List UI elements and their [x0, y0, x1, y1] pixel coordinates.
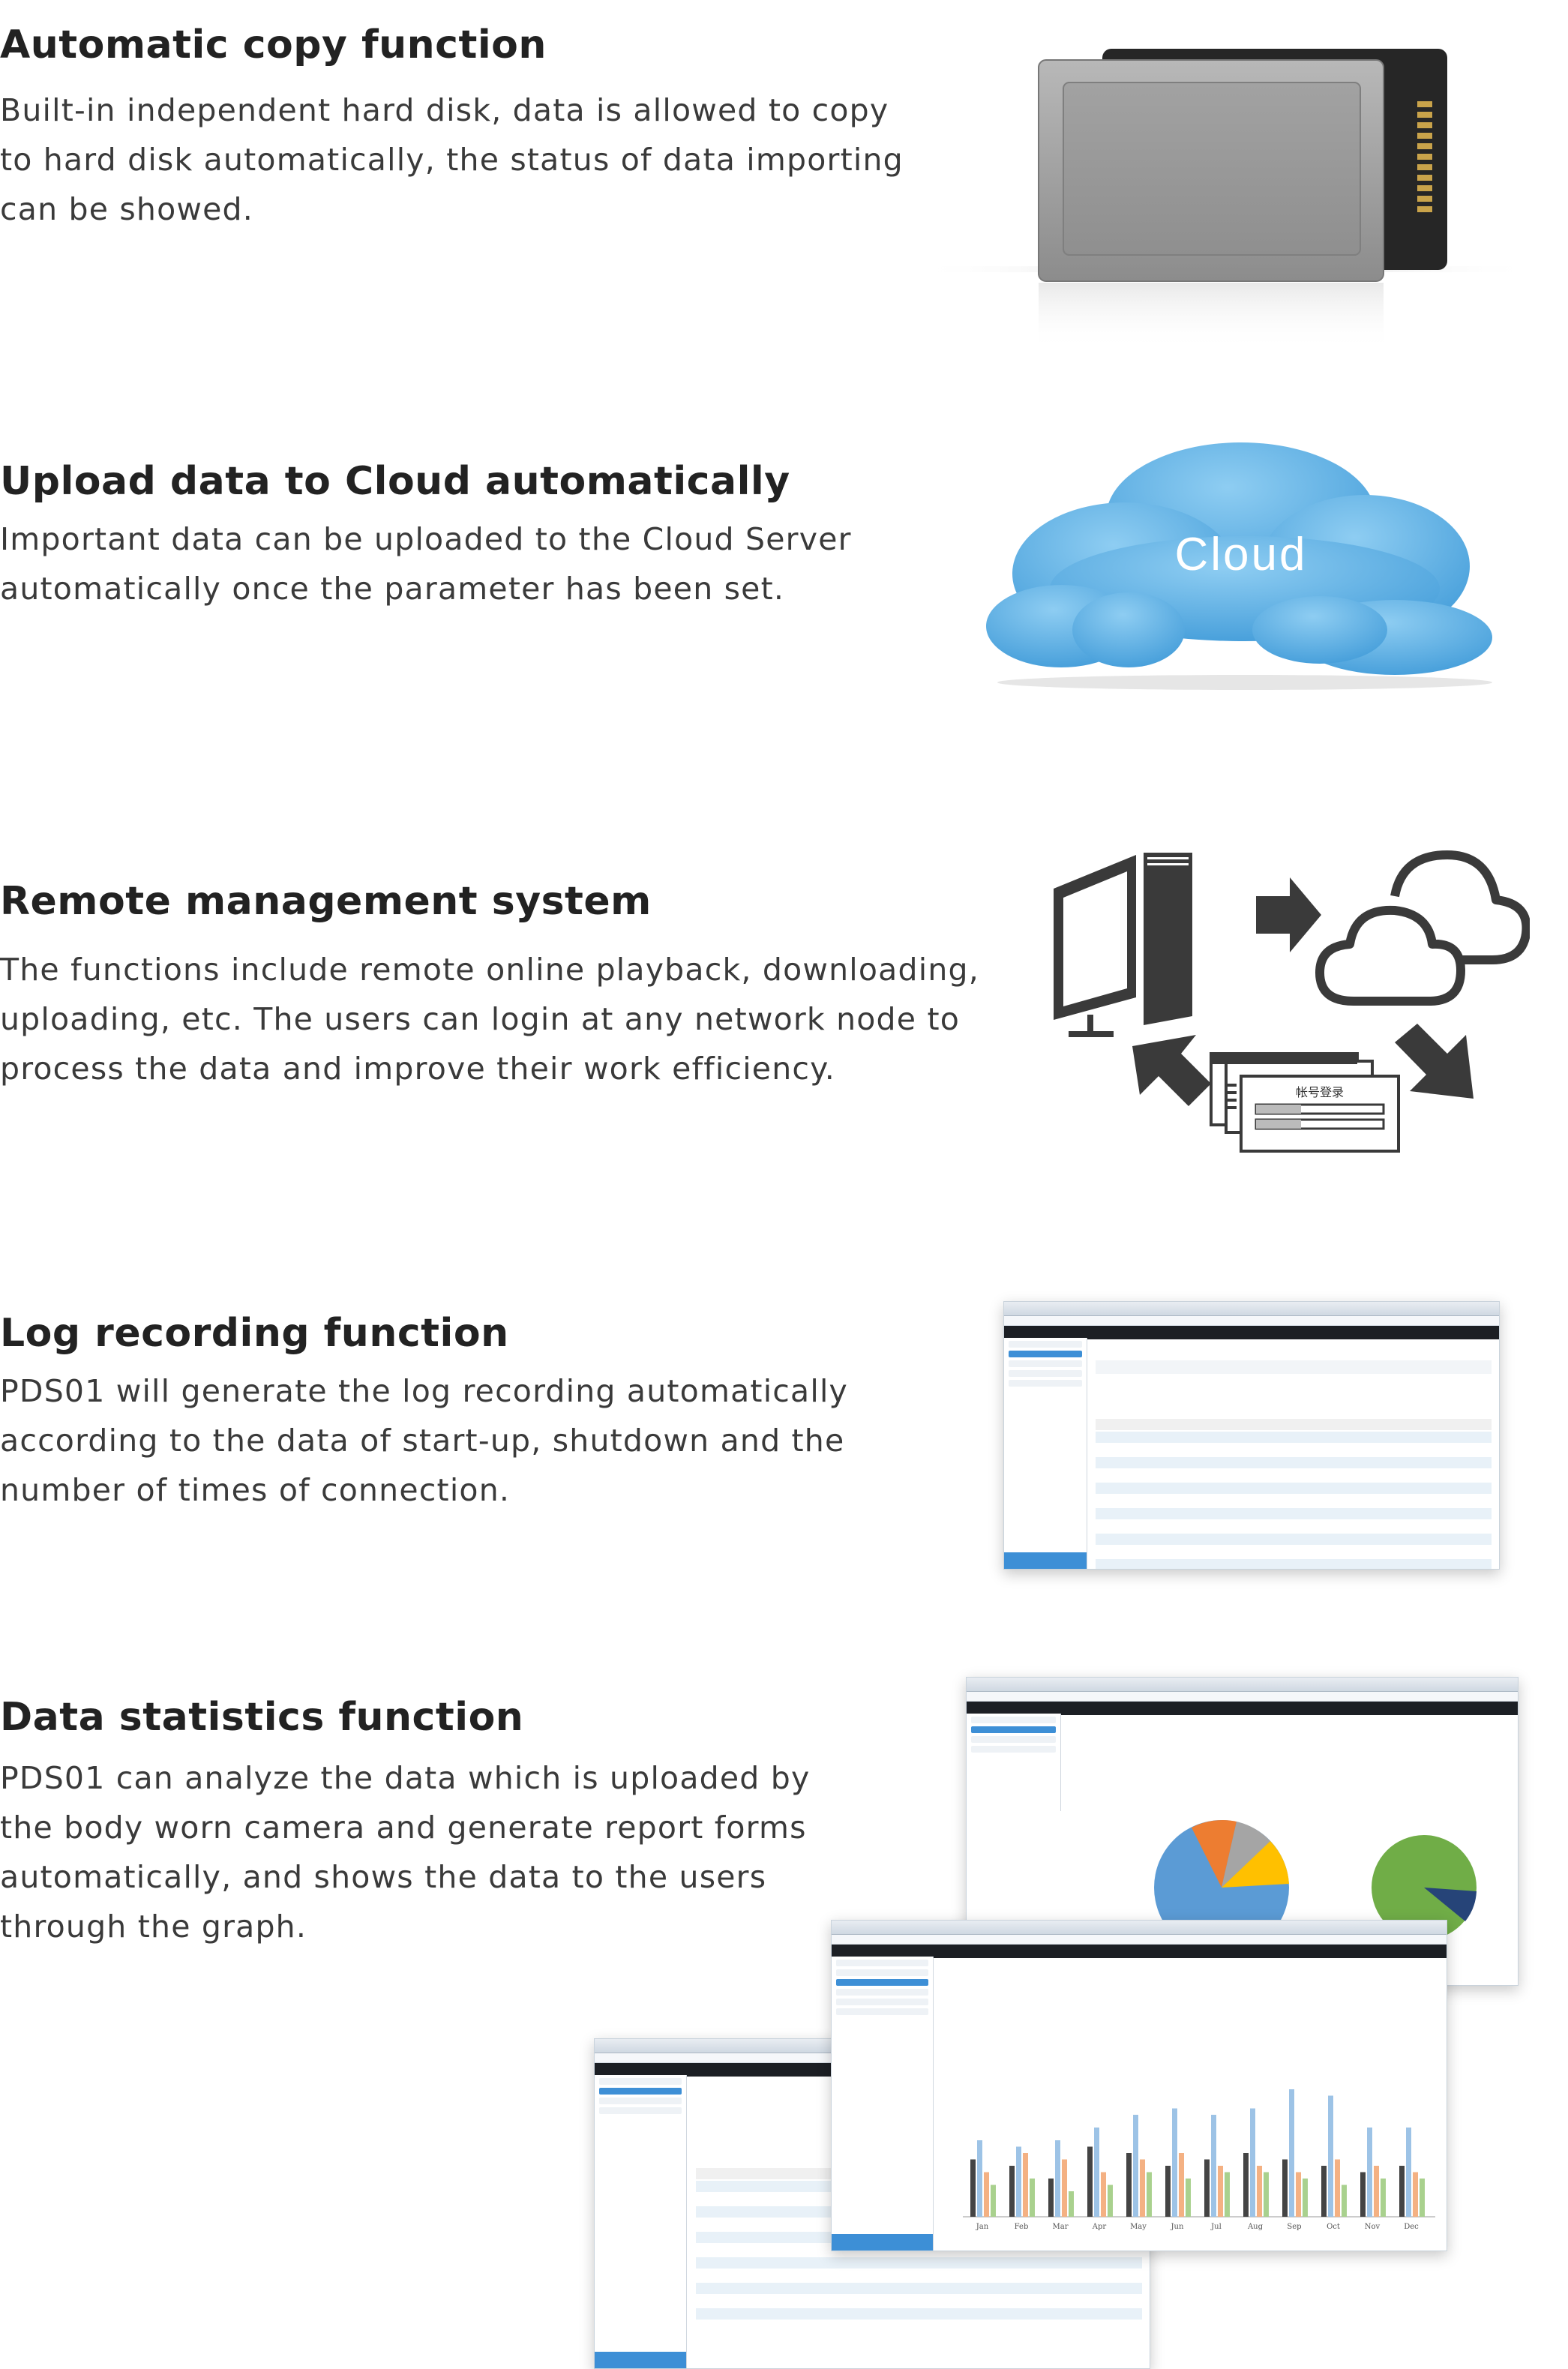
bar [1225, 2172, 1230, 2217]
cloud-outline-icon [1315, 850, 1530, 1006]
bar [1296, 2172, 1301, 2217]
bar-chart: Jan Feb Mar Apr May Jun Jul Aug Sep Oct Nov Dec [963, 2089, 1435, 2231]
bar [1257, 2166, 1262, 2217]
bar [1062, 2159, 1067, 2217]
remote-management-icon: 帐号登录 [1054, 850, 1530, 1153]
bar [1126, 2153, 1132, 2217]
feature-description: Built-in independent hard disk, data is … [0, 92, 904, 227]
feature-description: PDS01 will generate the log recording au… [0, 1373, 849, 1508]
month-label: Jan [976, 2223, 989, 2231]
bar [984, 2172, 989, 2217]
cloud-label: Cloud [1175, 529, 1308, 580]
month-label: Apr [1092, 2223, 1107, 2231]
bar-chart-screenshot: Jan Feb Mar Apr May Jun Jul Aug Sep Oct Nov Dec [831, 1920, 1447, 2251]
bar [1179, 2153, 1184, 2217]
feature-cloud-upload: Upload data to Cloud automatically Impor… [0, 459, 852, 613]
hard-disk-icon [915, 49, 1537, 350]
bar [1264, 2172, 1269, 2217]
feature-automatic-copy: Automatic copy function Built-in indepen… [0, 22, 904, 234]
feature-description: The functions include remote online play… [0, 952, 979, 1087]
bar [1101, 2172, 1106, 2217]
month-label: Sep [1287, 2223, 1301, 2231]
bar [1186, 2179, 1191, 2217]
bar [1328, 2095, 1333, 2217]
bar [1016, 2146, 1021, 2217]
login-title: 帐号登录 [1296, 1085, 1344, 1099]
month-label: Mar [1053, 2223, 1069, 2231]
bar [1147, 2172, 1152, 2217]
bar [1303, 2179, 1308, 2217]
arrow-down-right-icon [1395, 1024, 1474, 1099]
feature-description: PDS01 can analyze the data which is uplo… [0, 1760, 811, 1945]
bar [1420, 2179, 1425, 2217]
bar [1108, 2185, 1113, 2217]
feature-title: Data statistics function [0, 1695, 524, 1740]
bar [1211, 2115, 1216, 2217]
bar [991, 2185, 996, 2217]
bar [1406, 2128, 1411, 2217]
bar [1055, 2140, 1060, 2217]
bar [1289, 2089, 1294, 2217]
bar [1413, 2172, 1418, 2217]
bar [1250, 2108, 1255, 2217]
feature-title: Upload data to Cloud automatically [0, 459, 790, 504]
arrow-right-icon [1256, 877, 1321, 952]
month-label: Jun [1171, 2223, 1184, 2231]
month-label: Oct [1327, 2223, 1340, 2231]
bar [1140, 2159, 1145, 2217]
bar [970, 2159, 976, 2217]
bar [1133, 2115, 1138, 2217]
log-table [1096, 1360, 1492, 1569]
feature-remote-management: Remote management system The functions i… [0, 879, 979, 1093]
feature-title: Automatic copy function [0, 22, 547, 67]
bar [977, 2140, 982, 2217]
bar [1009, 2166, 1015, 2217]
bar [1381, 2179, 1386, 2217]
month-label: Aug [1247, 2223, 1264, 2231]
bar [1023, 2153, 1028, 2217]
feature-title: Remote management system [0, 879, 652, 924]
feature-data-statistics: Data statistics function PDS01 can analy… [0, 1695, 810, 1951]
bar [1243, 2153, 1249, 2217]
feature-description: Important data can be uploaded to the Cl… [0, 521, 852, 607]
cloud-icon: Cloud [986, 442, 1492, 690]
bar [1367, 2128, 1372, 2217]
bar [1087, 2146, 1093, 2217]
bar [1335, 2159, 1340, 2217]
computer-icon [1054, 853, 1192, 1037]
month-label: Nov [1365, 2223, 1381, 2231]
bar [1030, 2179, 1035, 2217]
month-label: Dec [1404, 2223, 1419, 2231]
arrow-up-left-icon [1132, 1035, 1211, 1106]
bar [1282, 2159, 1288, 2217]
feature-title: Log recording function [0, 1311, 509, 1356]
bar [1374, 2166, 1379, 2217]
login-window-icon: 帐号登录 [1210, 1052, 1400, 1153]
bar [1165, 2166, 1171, 2217]
month-label: May [1130, 2223, 1147, 2231]
bar [1360, 2172, 1366, 2217]
bar [1069, 2191, 1074, 2217]
log-screenshot [1003, 1301, 1500, 1570]
feature-log-recording: Log recording function PDS01 will genera… [0, 1311, 848, 1515]
bar [1218, 2166, 1223, 2217]
bar [1399, 2166, 1405, 2217]
bar [1094, 2128, 1099, 2217]
bar [1048, 2179, 1054, 2217]
month-label: Feb [1015, 2223, 1029, 2231]
bar [1342, 2185, 1347, 2217]
bar [1204, 2159, 1210, 2217]
bar [1172, 2108, 1177, 2217]
month-label: Jul [1210, 2223, 1222, 2231]
bar [1321, 2166, 1327, 2217]
